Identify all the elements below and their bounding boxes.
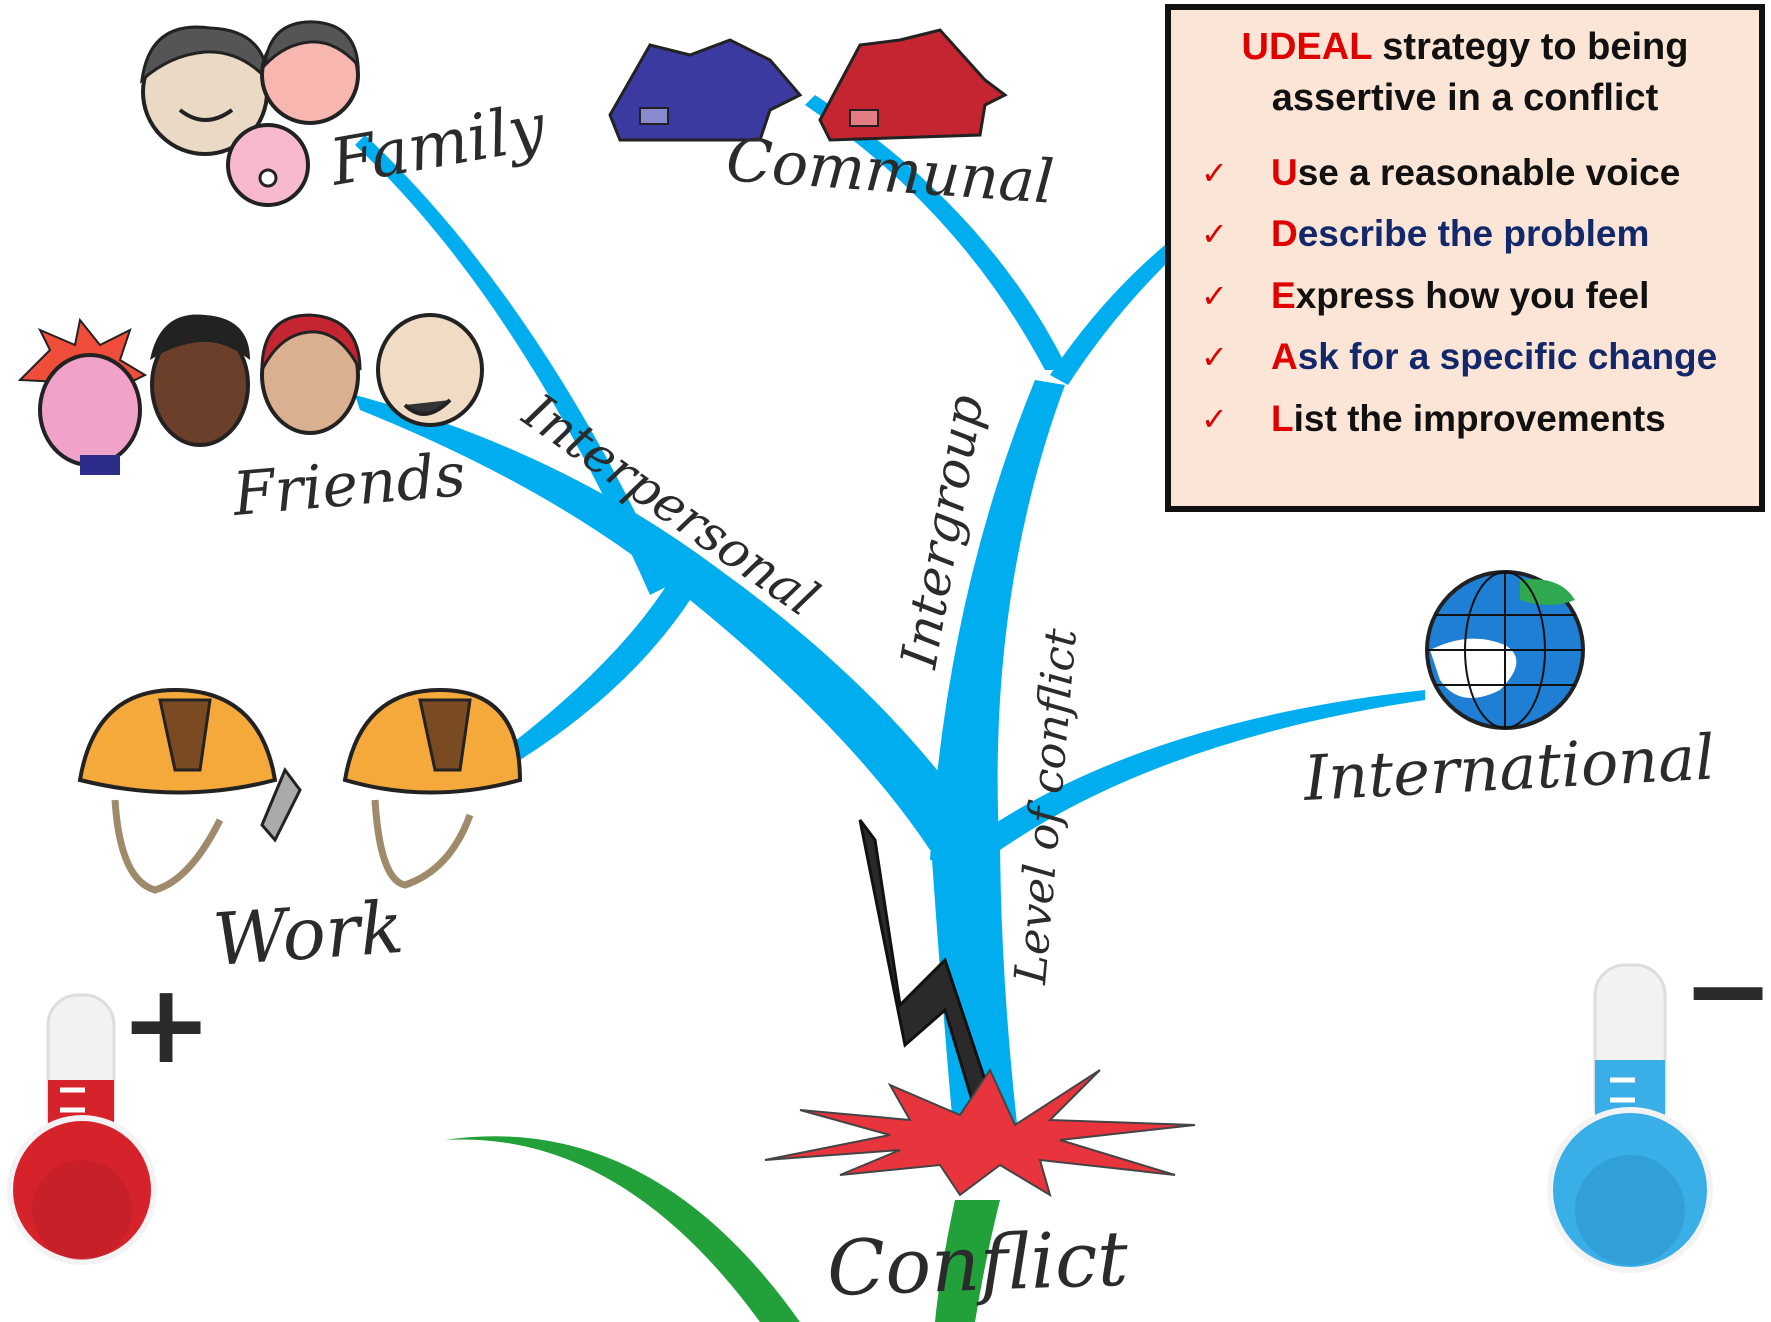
label-work: Work xyxy=(210,885,406,982)
udeal-item: ✓ Ask for a specific change xyxy=(1195,327,1735,389)
udeal-item: ✓ List the improvements xyxy=(1195,388,1735,450)
udeal-item-rest: escribe the problem xyxy=(1297,213,1650,255)
houses-icon xyxy=(608,28,1008,142)
check-icon: ✓ xyxy=(1201,215,1228,254)
check-icon: ✓ xyxy=(1201,399,1228,438)
minus-sign: − xyxy=(1682,926,1771,1054)
udeal-item-initial: D xyxy=(1271,213,1298,255)
branch-international xyxy=(985,690,1425,850)
udeal-list: ✓ Use a reasonable voice ✓ Describe the … xyxy=(1195,142,1735,450)
udeal-item-initial: E xyxy=(1271,274,1296,316)
udeal-item-initial: L xyxy=(1271,397,1294,439)
udeal-item-text: Describe the problem xyxy=(1271,213,1649,255)
label-international: International xyxy=(1301,721,1717,815)
udeal-item-text: Use a reasonable voice xyxy=(1271,152,1680,194)
family-faces-icon xyxy=(139,20,360,207)
udeal-item-rest: xpress how you feel xyxy=(1295,274,1650,316)
trunk xyxy=(930,830,1020,1150)
green-stem xyxy=(445,1136,800,1322)
check-icon: ✓ xyxy=(1201,276,1228,315)
udeal-item: ✓ Describe the problem xyxy=(1195,204,1735,266)
udeal-item-text: Ask for a specific change xyxy=(1271,336,1717,378)
udeal-item-rest: ist the improvements xyxy=(1293,397,1666,439)
label-communal: Communal xyxy=(724,125,1056,218)
hard-hats-icon xyxy=(77,687,523,894)
udeal-item-initial: A xyxy=(1271,336,1298,378)
branch-family xyxy=(355,135,670,595)
label-level-of-conflict: Level of conflict xyxy=(1005,626,1087,987)
branch-upper-right xyxy=(1050,245,1165,385)
udeal-item-rest: se a reasonable voice xyxy=(1297,151,1681,193)
check-icon: ✓ xyxy=(1201,338,1228,377)
hot-thermometer-icon xyxy=(7,993,157,1265)
udeal-item-text: List the improvements xyxy=(1271,398,1666,440)
branch-work xyxy=(510,580,690,760)
green-stem-base xyxy=(935,1200,1000,1322)
udeal-title-accent: UDEAL xyxy=(1241,26,1372,68)
cold-thermometer-icon xyxy=(1547,963,1713,1273)
udeal-strategy-box: UDEAL strategy to being assertive in a c… xyxy=(1165,4,1765,512)
udeal-title: UDEAL strategy to being assertive in a c… xyxy=(1195,22,1735,124)
udeal-title-line2: assertive in a conflict xyxy=(1271,77,1659,119)
udeal-title-line1: strategy to being xyxy=(1371,26,1689,68)
udeal-item-text: Express how you feel xyxy=(1271,275,1649,317)
udeal-item-rest: sk for a specific change xyxy=(1297,336,1718,378)
label-conflict: Conflict xyxy=(826,1214,1130,1313)
label-family: Family xyxy=(324,90,551,201)
udeal-item: ✓ Express how you feel xyxy=(1195,265,1735,327)
globe-icon xyxy=(1425,570,1585,730)
plus-sign: + xyxy=(120,960,212,1088)
conflict-burst-icon xyxy=(764,1067,1196,1198)
friends-faces-icon xyxy=(17,313,484,475)
branch-intergroup xyxy=(930,380,1065,860)
label-friends: Friends xyxy=(229,440,468,530)
branch-interpersonal xyxy=(355,395,995,850)
udeal-item-initial: U xyxy=(1271,151,1298,193)
udeal-item: ✓ Use a reasonable voice xyxy=(1195,142,1735,204)
check-icon: ✓ xyxy=(1201,153,1228,192)
